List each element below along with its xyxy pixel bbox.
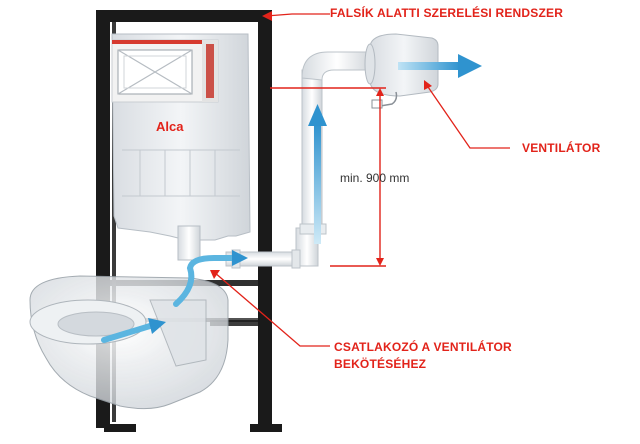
- label-connector-line1: CSATLAKOZÓ A VENTILÁTOR: [334, 340, 512, 354]
- label-connector-line2: BEKÖTÉSÉHEZ: [334, 357, 427, 371]
- callout-leaders: [213, 13, 510, 347]
- label-min-height: min. 900 mm: [340, 171, 410, 185]
- toilet-bowl: [29, 275, 229, 410]
- fan-unit: [364, 33, 439, 109]
- callout-arrowheads: [210, 11, 432, 279]
- label-installation-system: FALSÍK ALATTI SZERELÉSI RENDSZER: [330, 6, 564, 20]
- label-fan: VENTILÁTOR: [522, 141, 601, 155]
- airflow-arrows: [101, 54, 482, 343]
- flush-plate: [111, 39, 219, 103]
- dimension-line: [270, 87, 386, 267]
- brand-logo: Alca: [156, 119, 184, 134]
